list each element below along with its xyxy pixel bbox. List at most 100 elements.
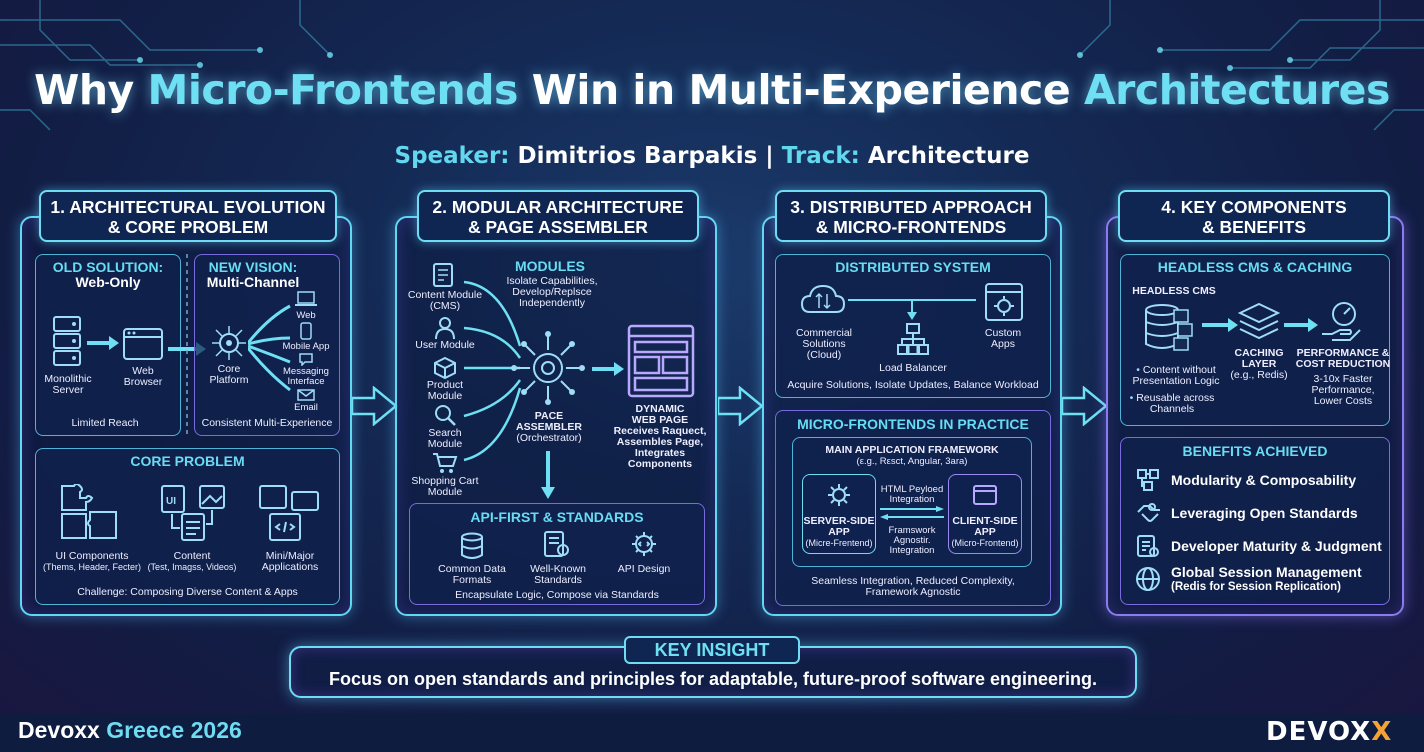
section-3-title: 3. DISTRIBUTED APPROACH& MICRO-FRONTENDS <box>775 190 1047 242</box>
event-name: Devoxx Greece 2026 <box>18 717 242 743</box>
api-first-box <box>409 503 705 605</box>
api-first-title: API-FIRST & STANDARDS <box>470 509 644 525</box>
search-icon <box>435 405 456 426</box>
api-design-label: API Design <box>617 563 671 575</box>
handshake-icon <box>1137 503 1160 522</box>
page-title: Why Micro-Frontends Win in Multi-Experie… <box>34 66 1390 114</box>
document-edit-icon <box>433 263 453 287</box>
limited-reach-label: Limited Reach <box>71 417 139 429</box>
distributed-system-title: DISTRIBUTED SYSTEM <box>835 259 991 275</box>
email-icon <box>297 389 315 401</box>
arrow-right-icon <box>1284 318 1318 332</box>
benefit-modularity: Modularity & Composability <box>1171 472 1357 488</box>
mobile-icon <box>300 322 312 340</box>
gear-icon <box>828 484 850 506</box>
footer-bar <box>0 714 1424 752</box>
section-1-title: 1. ARCHITECTURAL EVOLUTION& CORE PROBLEM <box>39 190 337 242</box>
old-solution-title: OLD SOLUTION:Web-Only <box>52 259 164 290</box>
database-icon <box>461 532 483 559</box>
core-platform-icon <box>212 326 246 360</box>
flow-arrow-3 <box>1062 386 1108 426</box>
content-icon: UI <box>161 485 225 541</box>
page-assembler-icon <box>511 331 585 405</box>
laptop-icon <box>295 291 317 306</box>
section-2-title: 2. MODULAR ARCHITECTURE& PAGE ASSEMBLER <box>417 190 699 242</box>
core-problem-title: CORE PROBLEM <box>130 453 245 469</box>
benefits-box <box>1120 437 1390 605</box>
channel-web-label: Web <box>296 310 316 321</box>
distributed-system-box <box>775 254 1051 398</box>
headless-cms-label: HEADLESS CMS <box>1132 285 1216 297</box>
cart-icon <box>433 453 458 473</box>
cache-layers-icon <box>1238 302 1280 340</box>
client-side-app-box <box>948 474 1022 554</box>
applications-icon <box>259 485 319 541</box>
globe-icon <box>1136 567 1160 591</box>
network-icon <box>897 323 929 355</box>
speaker-line: Speaker: Dimitrios Barpakis | Track: Arc… <box>394 143 1030 169</box>
main-framework-sub: (ε.g., Rεsct, Angular, 3ara) <box>856 456 968 467</box>
benefits-title: BENEFITS ACHIEVED <box>1182 443 1328 459</box>
code-document-icon <box>1137 535 1159 557</box>
user-icon <box>435 317 455 340</box>
arrow-right-icon <box>1202 318 1238 332</box>
channel-arrows <box>248 304 291 392</box>
main-framework-label: MAIN APPLICATION FRAMEWORK <box>825 444 999 456</box>
load-balancer-label: Load Balancer <box>879 362 947 374</box>
key-insight-title: KEY INSIGHT <box>624 636 800 664</box>
performance-icon <box>1322 302 1361 341</box>
modules-icon <box>1137 469 1159 491</box>
gear-code-icon <box>632 532 656 556</box>
browser-icon <box>973 485 997 505</box>
new-vision-title: NEW VISION:Multi-Channel <box>206 259 300 290</box>
module-user-label: User Module <box>415 339 475 351</box>
modules-title: MODULES <box>515 258 585 274</box>
module-arrows <box>463 280 522 462</box>
key-insight-text: Focus on open standards and principles f… <box>328 669 1098 689</box>
distributed-footer-label: Acquire Solutions, Isolate Updates, Bala… <box>787 379 1039 391</box>
cms-database-icon <box>1145 304 1193 351</box>
bidirectional-arrows <box>880 506 944 520</box>
channel-mobile-label: Mobile App <box>282 341 330 352</box>
channel-email-label: Email <box>294 402 318 413</box>
server-icon <box>53 316 81 366</box>
arrow-down-icon <box>541 451 555 499</box>
challenge-label: Challenge: Composing Diverse Content & A… <box>77 586 298 598</box>
cloud-icon <box>800 284 846 313</box>
chat-icon <box>299 353 313 366</box>
load-balancer-connectors <box>848 299 976 320</box>
box-icon <box>434 356 456 380</box>
module-cms-label: Content Module(CMS) <box>407 289 483 312</box>
api-footer-label: Encapsulate Logic, Compose via Standards <box>455 589 659 601</box>
arrow-right-icon <box>87 336 119 350</box>
mfe-practice-title: MICRO-FRONTENDS IN PRACTICE <box>797 416 1029 432</box>
flow-arrow-2 <box>718 386 764 426</box>
svg-text:UI: UI <box>166 496 176 507</box>
ui-components-label: UI Components(Thems, Header, Fecter) <box>42 550 142 573</box>
benefit-open-standards: Leveraging Open Standards <box>1171 505 1358 521</box>
benefit-global-session: Global Session Management(Redis for Sess… <box>1171 564 1362 594</box>
custom-apps-icon <box>985 283 1023 321</box>
devoxx-logo: DEVOXX <box>1266 717 1393 747</box>
